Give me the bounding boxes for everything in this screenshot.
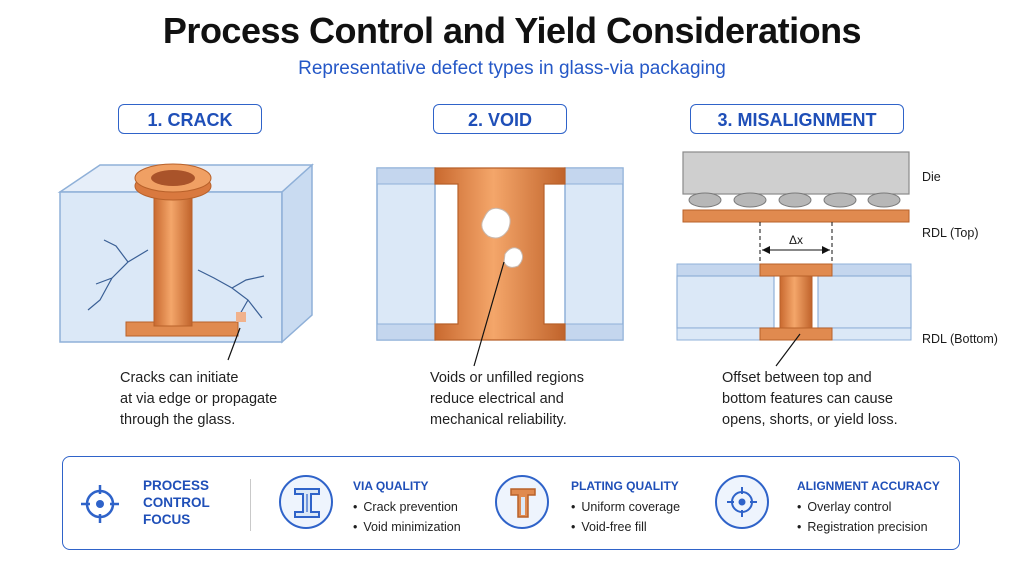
misalignment-caption: Offset between top and bottom features c… — [722, 370, 898, 428]
defect-label-misalignment: 3. MISALIGNMENT — [690, 104, 904, 134]
target-crosshair-icon — [81, 485, 119, 523]
plated-via-icon — [495, 475, 549, 529]
page-subtitle: Representative defect types in glass-via… — [298, 58, 726, 79]
focus-title: PROCESS CONTROL FOCUS — [143, 478, 210, 527]
layer-label-rdl-top: RDL (Top) — [922, 226, 979, 240]
card-bullets-plating-quality: Uniform coverage Void-free fill — [571, 497, 680, 537]
panel-divider — [250, 479, 251, 531]
offset-delta-label: Δx — [789, 233, 804, 247]
defect-label-void: 2. VOID — [433, 104, 567, 134]
card-bullets-alignment-accuracy: Overlay control Registration precision — [797, 497, 927, 537]
layer-label-rdl-bottom: RDL (Bottom) — [922, 332, 998, 346]
defect-label-crack: 1. CRACK — [118, 104, 262, 134]
via-icon — [279, 475, 333, 529]
crack-caption: Cracks can initiate at via edge or propa… — [120, 370, 278, 428]
void-caption: Voids or unfilled regions reduce electri… — [430, 370, 584, 428]
layer-label-die: Die — [922, 170, 941, 184]
alignment-target-icon — [715, 475, 769, 529]
card-heading-plating-quality: PLATING QUALITY — [571, 479, 679, 493]
page-title: Process Control and Yield Considerations — [162, 10, 862, 51]
solder-bumps — [688, 192, 901, 208]
card-heading-alignment-accuracy: ALIGNMENT ACCURACY — [797, 479, 940, 493]
card-heading-via-quality: VIA QUALITY — [353, 479, 429, 493]
card-bullets-via-quality: Crack prevention Void minimization — [353, 497, 460, 537]
process-control-panel: PROCESS CONTROL FOCUS VIA QUALITY Crack … — [62, 456, 960, 550]
